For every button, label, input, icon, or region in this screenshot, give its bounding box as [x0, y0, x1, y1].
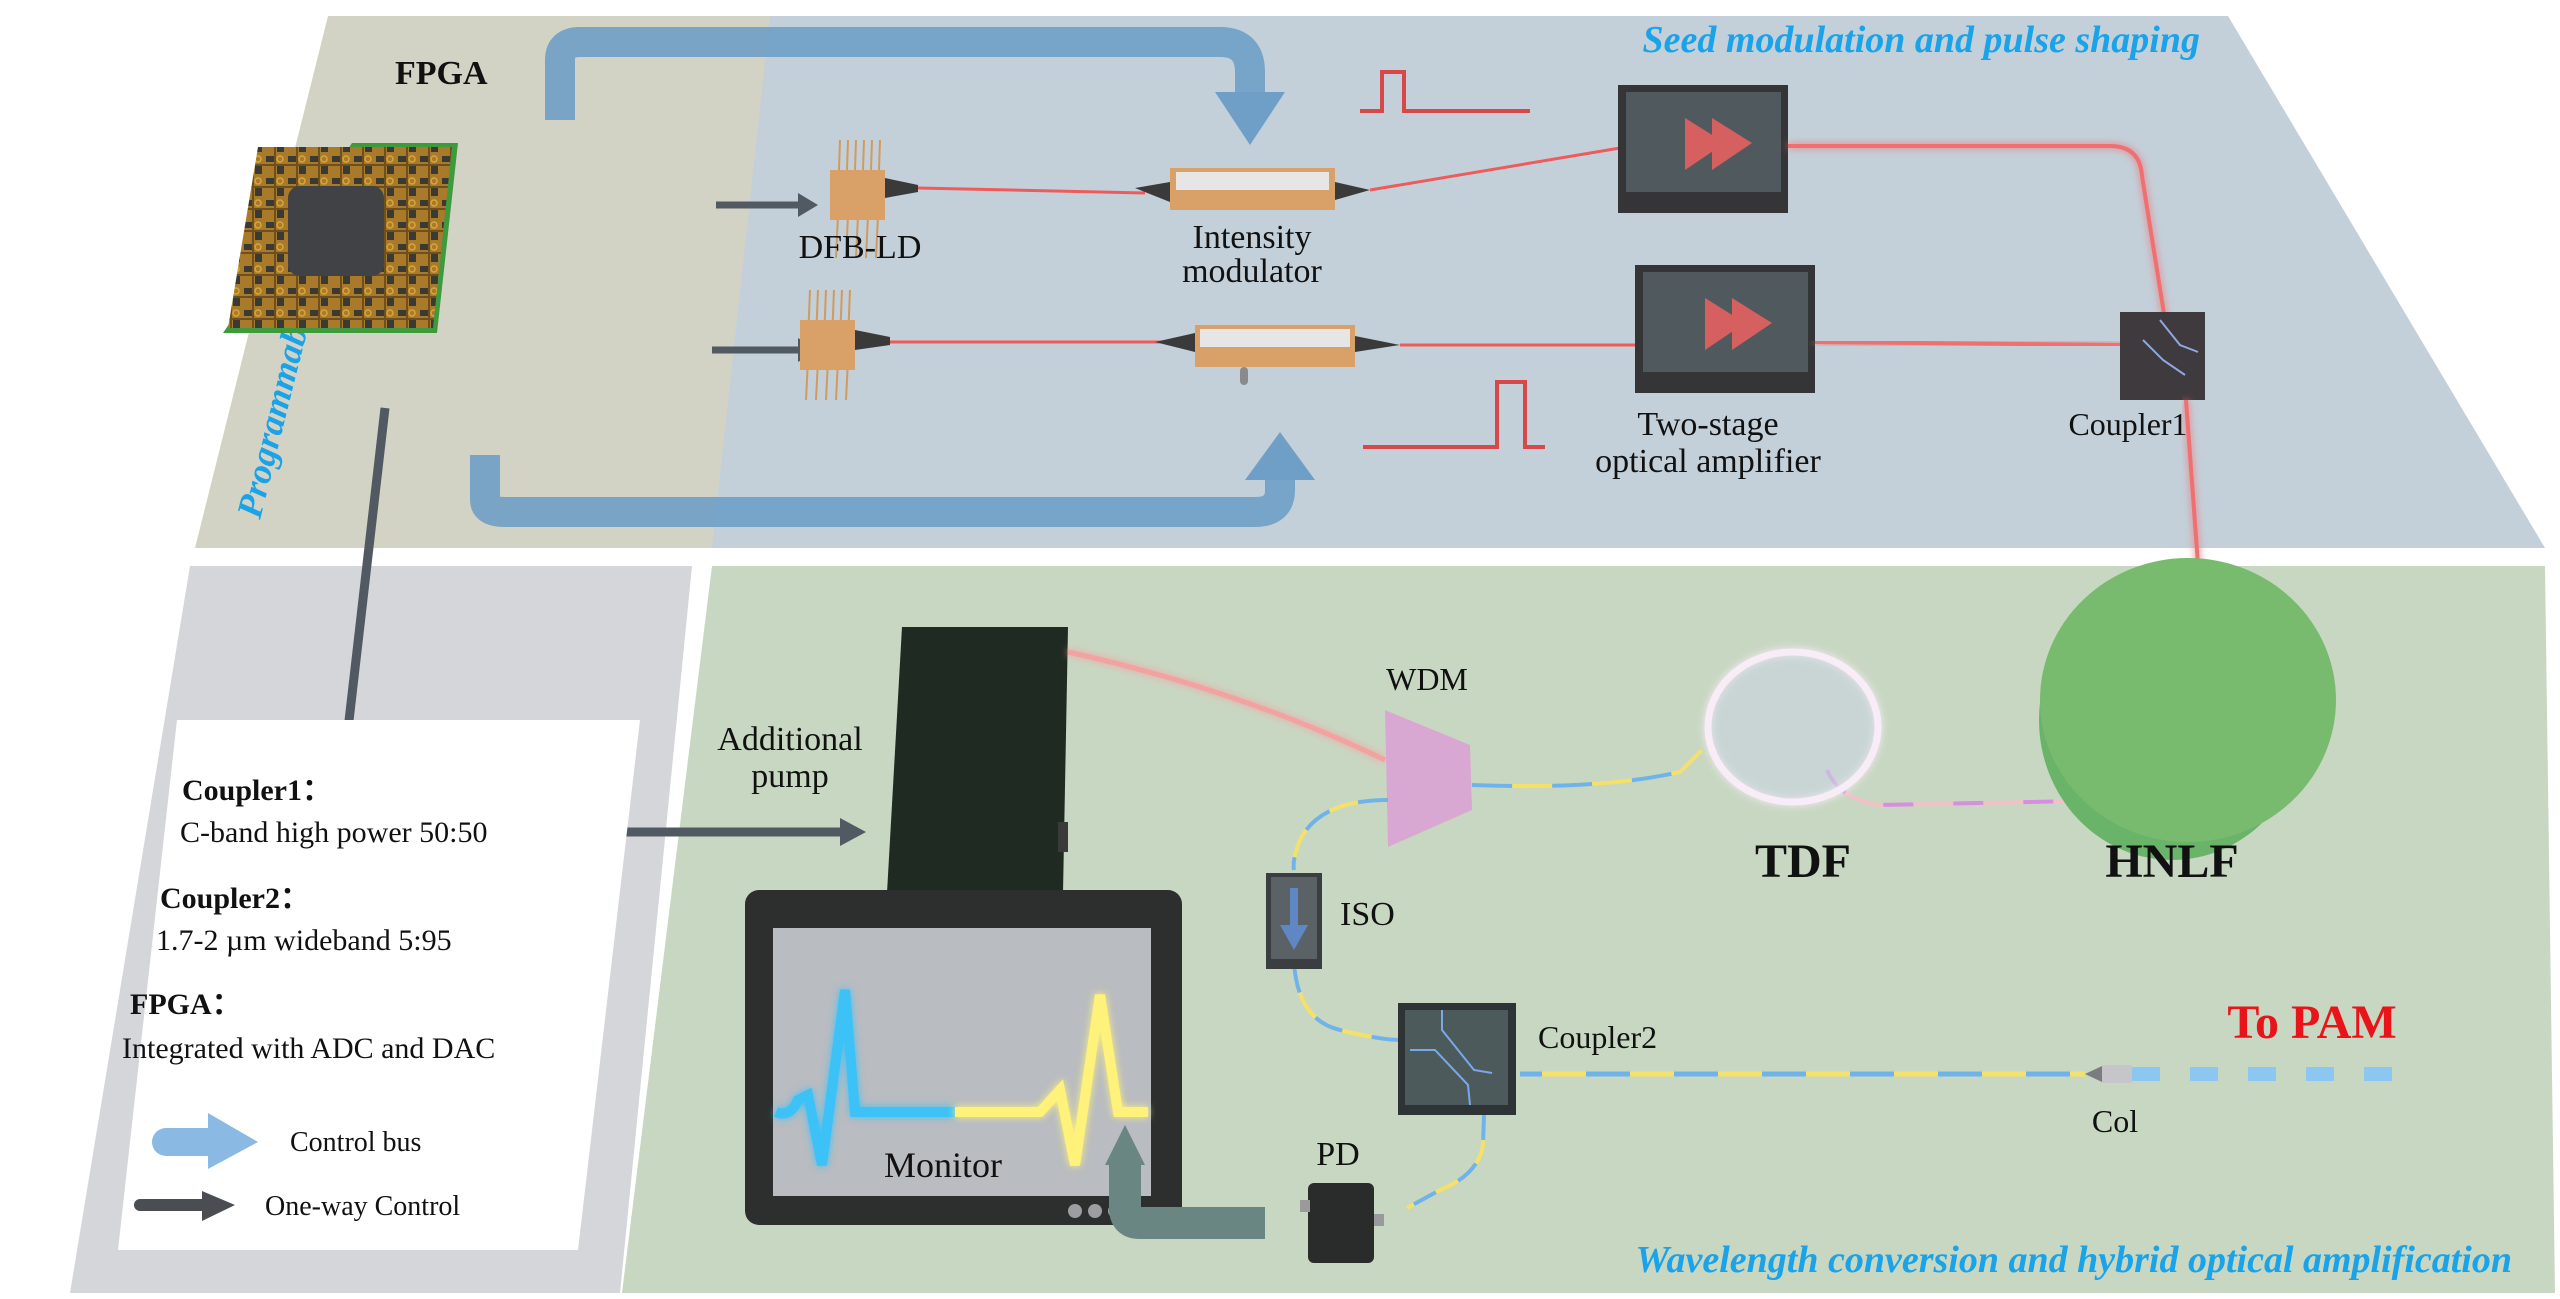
tdf-ring	[1704, 648, 1882, 806]
fiber-dfb1-modulator	[917, 186, 1146, 195]
pulse-shape-1	[1360, 70, 1530, 113]
coupler2-label: Coupler2	[1538, 1019, 1657, 1055]
fpga-label: FPGA	[395, 55, 488, 92]
col-label: Col	[2092, 1103, 2138, 1139]
collimator	[2085, 1065, 2132, 1083]
legend-control-bus-icon	[152, 1113, 258, 1169]
legend-coupler1-title: Coupler1：	[182, 774, 332, 807]
optical-amplifier-1	[1618, 85, 1788, 213]
legend-control-bus-label: Control bus	[290, 1127, 421, 1158]
legend-fpga-desc: Integrated with ADC and DAC	[122, 1032, 495, 1065]
photodetector	[1300, 1183, 1384, 1263]
legend-one-way-icon	[134, 1191, 235, 1221]
monitor-label: Monitor	[884, 1145, 1002, 1185]
intensity-modulator-1	[1135, 168, 1370, 210]
control-bus-arrow-top	[545, 27, 1265, 120]
fiber-iso-coupler2	[1292, 962, 1403, 1042]
seed-panel	[712, 16, 2545, 548]
coupler1	[2120, 312, 2205, 400]
dfb-ld-label: DFB-LD	[799, 229, 922, 266]
coupler2	[1398, 1003, 1516, 1115]
additional-pump	[887, 627, 1068, 893]
tdf-label: TDF	[1755, 835, 1851, 888]
intensity-modulator-label-2: modulator	[1182, 253, 1322, 290]
monitor	[745, 890, 1182, 1225]
intensity-modulator-label-1: Intensity	[1193, 219, 1312, 256]
legend-coupler1-desc: C-band high power 50:50	[180, 816, 487, 849]
additional-pump-label-2: pump	[751, 758, 828, 795]
dfb-ld-2	[800, 289, 890, 401]
fiber-coupler2-pd	[1406, 1114, 1486, 1210]
fiber-mod1-amp1	[1369, 146, 1621, 192]
monitor-trace-yellow	[955, 994, 1148, 1166]
legend-fpga-title: FPGA：	[130, 988, 242, 1021]
intensity-modulator-2	[1155, 325, 1400, 385]
fiber-wdm-iso	[1291, 798, 1389, 871]
hnlf-label: HNLF	[2105, 835, 2238, 888]
to-pam-label: To PAM	[2227, 996, 2396, 1049]
additional-pump-label-1: Additional	[717, 721, 862, 758]
fiber-amp1-coupler1	[1788, 144, 2167, 321]
wdm-label: WDM	[1386, 661, 1468, 697]
section-title-conversion: Wavelength conversion and hybrid optical…	[1636, 1239, 2512, 1281]
control-bus-arrowhead-bottom	[1245, 432, 1315, 480]
fpga-chip	[288, 186, 384, 276]
pd-label: PD	[1316, 1136, 1359, 1173]
fiber-amp2-coupler1	[1814, 340, 2126, 347]
wdm	[1385, 710, 1472, 847]
control-bus-arrow-bottom	[470, 455, 1295, 527]
pulse-shape-2	[1363, 380, 1545, 449]
amplifier-label-1: Two-stage	[1637, 406, 1778, 443]
hnlf-spool	[2039, 558, 2336, 860]
coupler1-label: Coupler1	[2068, 406, 2187, 442]
fiber-wdm-tdf	[1471, 748, 1704, 789]
optical-amplifier-2	[1635, 265, 1815, 393]
pd-to-monitor-arrowhead	[1105, 1125, 1145, 1165]
legend-coupler2-desc: 1.7-2 µm wideband 5:95	[156, 924, 452, 957]
monitor-trace-blue	[774, 989, 955, 1166]
dfb-ld-1	[830, 139, 918, 259]
iso-label: ISO	[1340, 896, 1395, 933]
fiber-pump-wdm	[1067, 649, 1387, 763]
legend-coupler2-title: Coupler2：	[160, 882, 310, 915]
one-way-arrowhead-pump	[840, 818, 866, 846]
control-bus-arrowhead-top	[1215, 92, 1285, 145]
section-title-seed: Seed modulation and pulse shaping	[1643, 19, 2200, 61]
pd-to-monitor-arrow	[1109, 1160, 1265, 1239]
amplifier-label-2: optical amplifier	[1595, 443, 1821, 480]
legend-box	[118, 720, 640, 1250]
one-way-arrowhead-dfb1	[798, 193, 818, 217]
legend-one-way-label: One-way Control	[265, 1191, 460, 1222]
isolator	[1266, 873, 1322, 969]
